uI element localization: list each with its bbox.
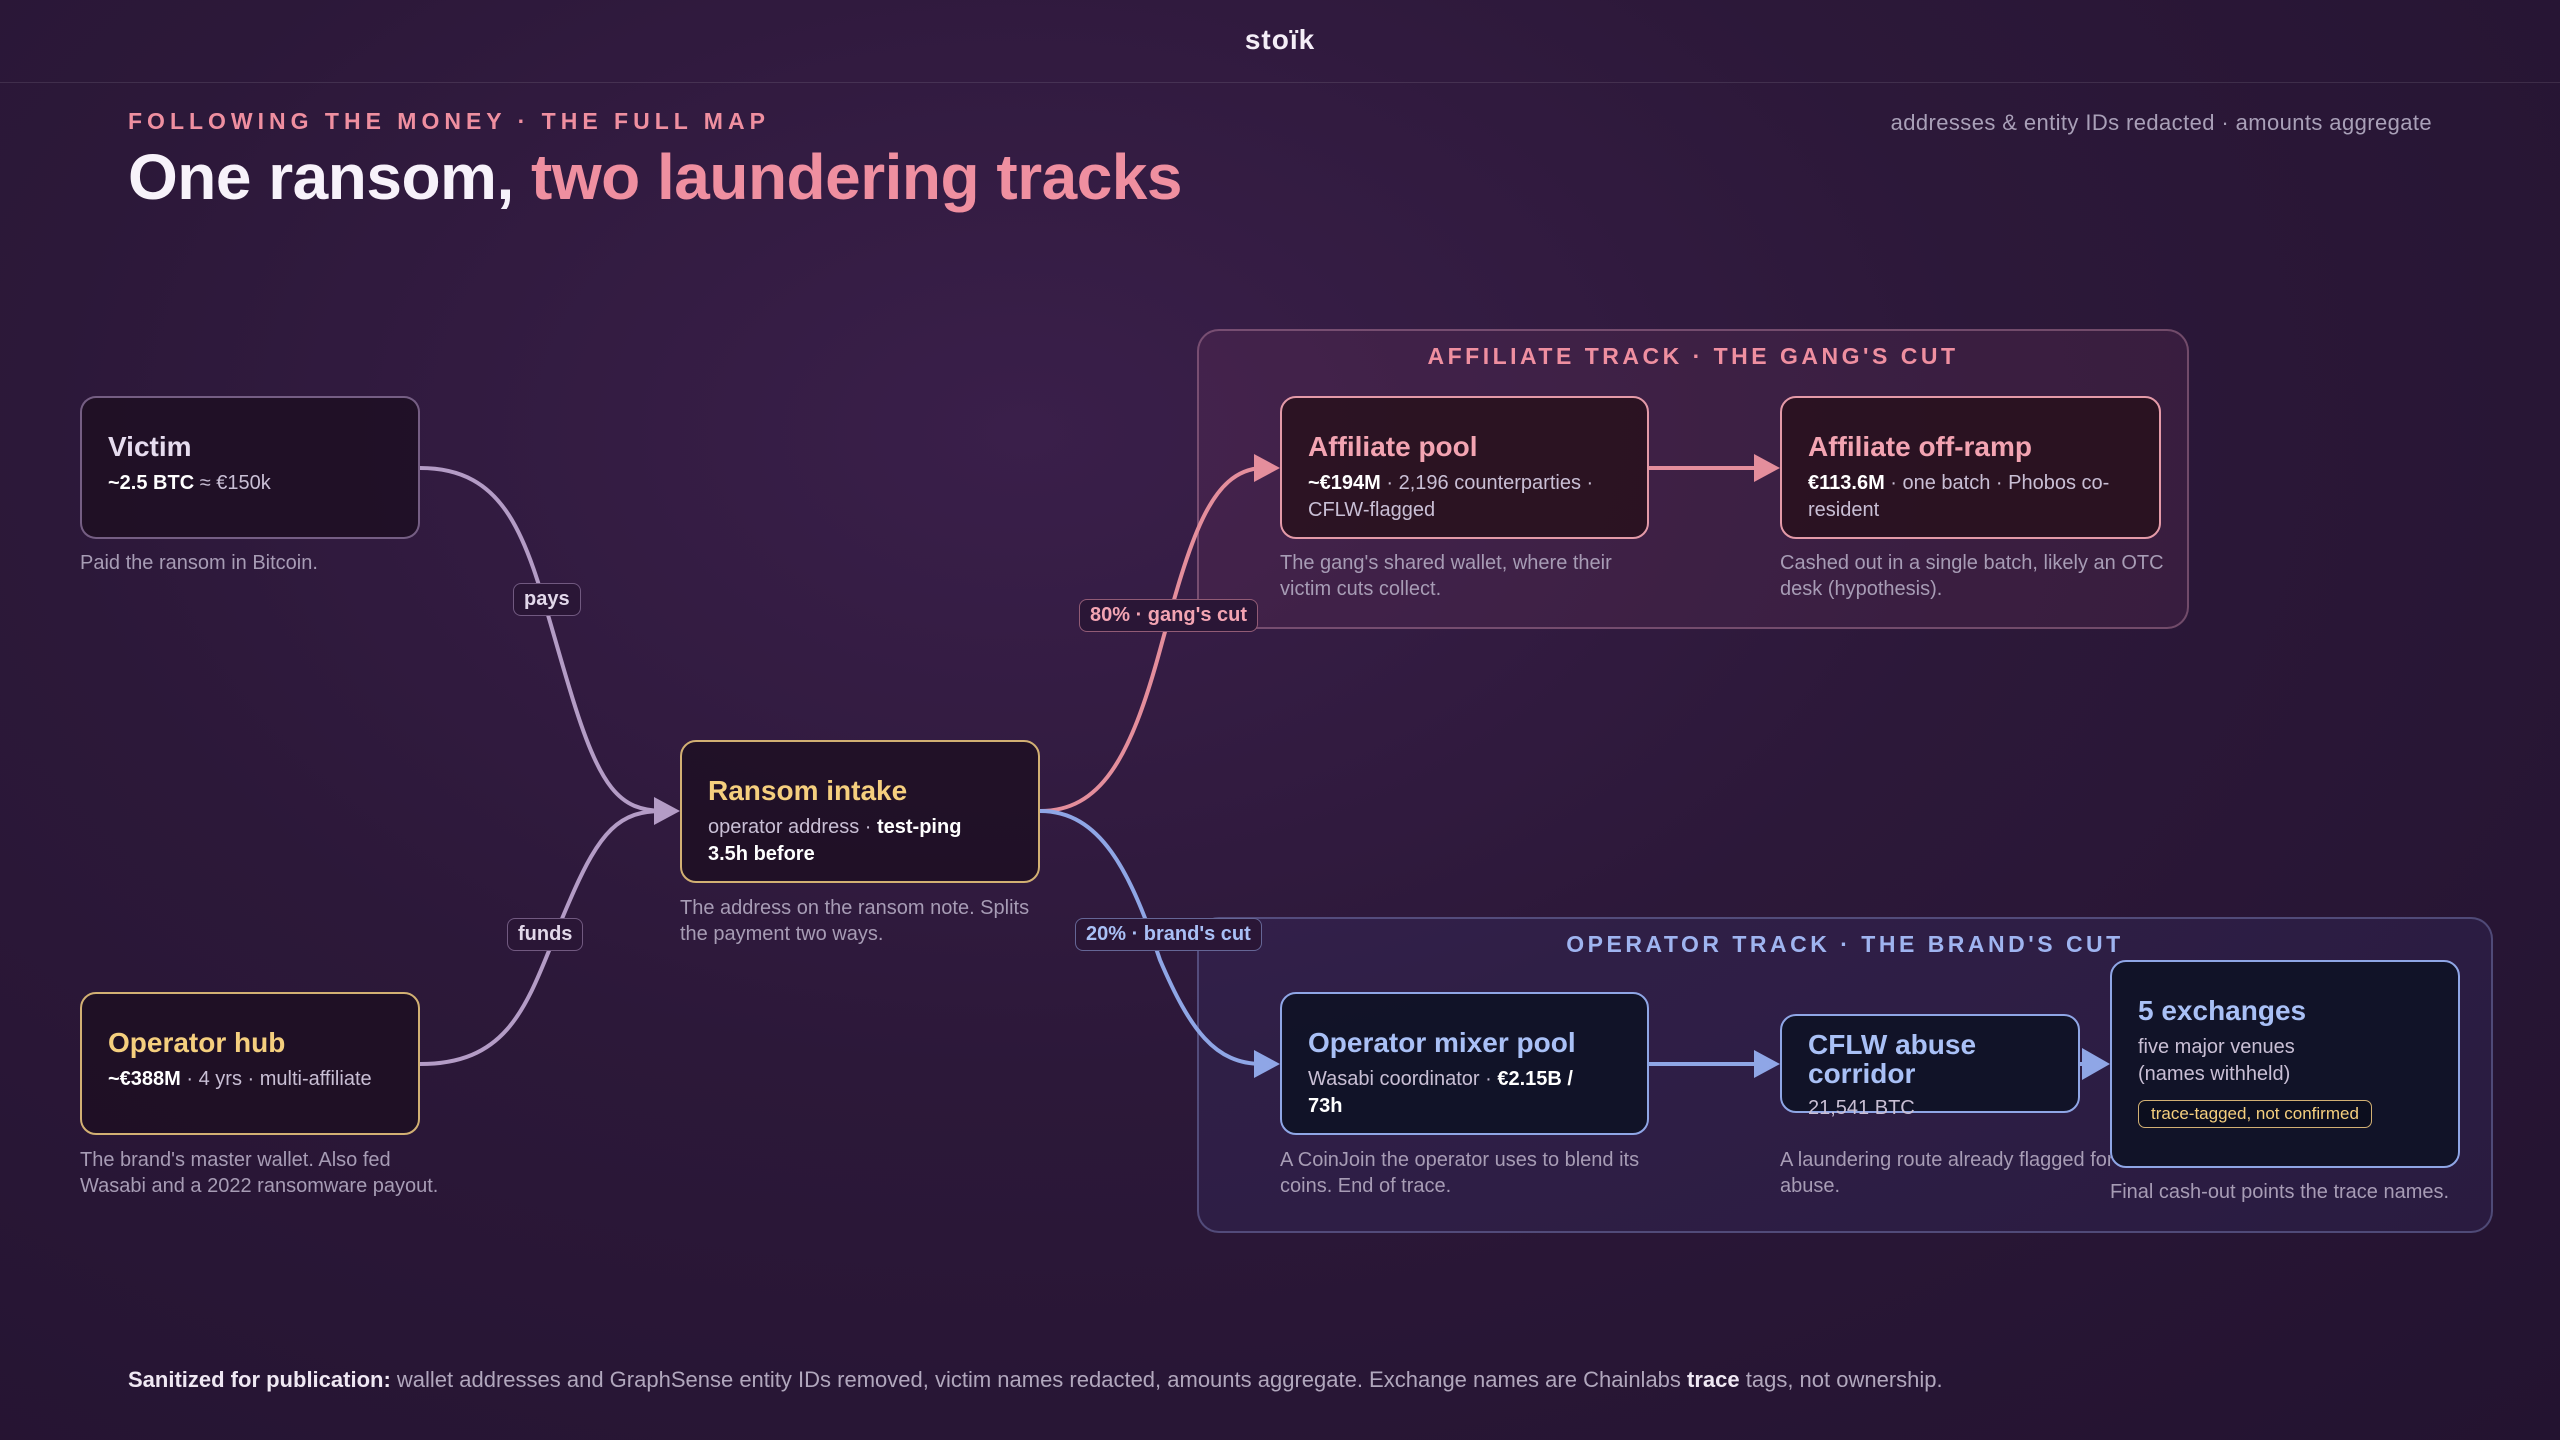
title-accent: two laundering tracks <box>531 141 1182 213</box>
affiliate-offramp-caption: Cashed out in a single batch, likely an … <box>1780 550 2164 602</box>
operator-hub-title: Operator hub <box>108 1027 286 1058</box>
victim-caption: Paid the ransom in Bitcoin. <box>80 552 318 574</box>
operator-hub-amount: ~€388M <box>108 1068 181 1091</box>
eyebrow: FOLLOWING THE MONEY · THE FULL MAP <box>128 108 770 134</box>
operator-track-label: OPERATOR TRACK · THE BRAND'S CUT <box>1566 931 2124 957</box>
footnote-text: wallet addresses and GraphSense entity I… <box>390 1367 1688 1392</box>
footnote-trace: trace <box>1687 1367 1740 1392</box>
ransom-intake-title: Ransom intake <box>708 775 908 806</box>
affiliate-offramp-caption-line: desk (hypothesis). <box>1780 578 1943 600</box>
operator-hub-caption-line: Wasabi and a 2022 ransomware payout. <box>80 1175 439 1197</box>
operator-mixer-bold: €2.15B / <box>1497 1068 1573 1091</box>
footnote-text: tags, not ownership. <box>1739 1367 1943 1392</box>
cflw-caption-line: A laundering route already flagged for <box>1780 1149 2114 1171</box>
ransom-intake-caption-line: The address on the ransom note. Splits <box>680 897 1030 919</box>
operator-hub-caption-line: The brand's master wallet. Also fed <box>80 1149 391 1171</box>
node-affiliate-offramp[interactable]: Affiliate off-ramp €113.6M · one batch ·… <box>1780 396 2161 539</box>
exchanges-detail-line: (names withheld) <box>2138 1063 2291 1086</box>
ransom-intake-caption: The address on the ransom note. Splits t… <box>680 895 1029 947</box>
operator-mixer-caption-line: coins. End of trace. <box>1280 1175 1452 1197</box>
cflw-title-line: CFLW abuse <box>1808 1029 1977 1060</box>
victim-amount: ~2.5 BTC <box>108 472 195 495</box>
ransom-intake-bold: test-ping <box>876 816 962 839</box>
ransom-intake-detail-text: operator address · <box>708 816 877 839</box>
footnote-lead: Sanitized for publication: <box>128 1367 391 1392</box>
link-intake-affiliate <box>1039 466 1263 813</box>
cflw-caption: A laundering route already flagged for a… <box>1780 1147 2114 1199</box>
arrowhead-exchanges <box>2082 1048 2110 1080</box>
operator-mixer-bold: 73h <box>1308 1095 1343 1118</box>
cflw-title-line: corridor <box>1808 1058 1916 1090</box>
affiliate-pool-caption-line: The gang's shared wallet, where their <box>1280 552 1612 574</box>
cflw-detail: 21,541 BTC <box>1808 1096 1915 1119</box>
victim-detail: ~2.5 BTC ≈ €150k <box>108 470 392 497</box>
affiliate-track-label: AFFILIATE TRACK · THE GANG'S CUT <box>1427 343 1959 369</box>
operator-hub-detail-text: · 4 yrs · multi-affiliate <box>180 1068 372 1091</box>
affiliate-pool-caption-line: victim cuts collect. <box>1280 578 1442 600</box>
affiliate-pool-detail-text: · 2,196 counterparties · <box>1380 472 1594 495</box>
page-title: One ransom, two laundering tracks <box>128 140 1182 214</box>
node-ransom-intake[interactable]: Ransom intake operator address · test-pi… <box>680 740 1040 883</box>
victim-title: Victim <box>108 431 192 462</box>
operator-hub-detail: ~€388M · 4 yrs · multi-affiliate <box>108 1066 392 1093</box>
cflw-caption-line: abuse. <box>1780 1175 1841 1197</box>
operator-mixer-title: Operator mixer pool <box>1308 1027 1576 1058</box>
affiliate-pool-detail: ~€194M · 2,196 counterparties · CFLW-flag… <box>1308 470 1621 524</box>
edge-label-gang-cut: 80% · gang's cut <box>1079 599 1259 632</box>
affiliate-pool-amount: ~€194M <box>1308 472 1381 495</box>
node-victim[interactable]: Victim ~2.5 BTC ≈ €150k <box>80 396 420 539</box>
redaction-note: addresses & entity IDs redacted · amount… <box>1890 110 2432 135</box>
link-hub-intake <box>419 809 663 1066</box>
affiliate-pool-detail-text: CFLW-flagged <box>1308 499 1436 522</box>
operator-hub-caption: The brand's master wallet. Also fed Wasa… <box>80 1147 438 1199</box>
edge-label-brand-cut: 20% · brand's cut <box>1075 918 1262 951</box>
affiliate-offramp-detail-text: · one batch · Phobos co- <box>1884 472 2110 495</box>
arrowhead-operator-mixer <box>1254 1050 1280 1078</box>
sanitization-footnote: Sanitized for publication: wallet addres… <box>128 1367 1943 1393</box>
arrowhead-offramp <box>1754 454 1780 482</box>
arrowhead-cflw <box>1754 1050 1780 1078</box>
arrowhead-affiliate-pool <box>1254 454 1280 482</box>
arrowhead-intake <box>654 797 680 825</box>
node-affiliate-pool[interactable]: Affiliate pool ~€194M · 2,196 counterpar… <box>1280 396 1649 539</box>
exchanges-detail: five major venues (names withheld) <box>2138 1034 2432 1088</box>
victim-detail-text: ≈ €150k <box>194 472 271 495</box>
link-victim-intake <box>419 466 663 813</box>
operator-mixer-detail-text: Wasabi coordinator · <box>1308 1068 1498 1091</box>
brand-logo: stoïk <box>1244 24 1316 55</box>
affiliate-offramp-detail: €113.6M · one batch · Phobos co-resident <box>1808 470 2133 524</box>
ransom-intake-caption-line: the payment two ways. <box>680 923 884 945</box>
edge-label-funds: funds <box>507 918 584 951</box>
node-operator-hub[interactable]: Operator hub ~€388M · 4 yrs · multi-affi… <box>80 992 420 1135</box>
affiliate-pool-caption: The gang's shared wallet, where their vi… <box>1280 550 1612 602</box>
exchanges-detail-line: five major venues <box>2138 1036 2295 1059</box>
operator-mixer-detail: Wasabi coordinator · €2.15B / 73h <box>1308 1066 1621 1120</box>
exchanges-caption: Final cash-out points the trace names. <box>2110 1181 2450 1203</box>
ransom-intake-detail: operator address · test-ping 3.5h before <box>708 814 1012 868</box>
affiliate-offramp-detail-text: resident <box>1808 499 1880 522</box>
trace-tag-badge: trace-tagged, not confirmed <box>2138 1100 2372 1129</box>
node-operator-mixer-pool[interactable]: Operator mixer pool Wasabi coordinator ·… <box>1280 992 1649 1135</box>
affiliate-offramp-title: Affiliate off-ramp <box>1808 431 2032 462</box>
edge-label-pays: pays <box>513 583 581 616</box>
affiliate-offramp-caption-line: Cashed out in a single batch, likely an … <box>1780 552 2164 574</box>
affiliate-pool-title: Affiliate pool <box>1308 431 1478 462</box>
ransom-intake-bold: 3.5h before <box>708 843 815 866</box>
affiliate-offramp-amount: €113.6M <box>1808 472 1885 495</box>
top-bar: stoïk <box>0 0 2560 83</box>
operator-mixer-caption-line: A CoinJoin the operator uses to blend it… <box>1280 1149 1640 1171</box>
exchanges-title: 5 exchanges <box>2138 995 2307 1026</box>
operator-mixer-caption: A CoinJoin the operator uses to blend it… <box>1280 1147 1639 1199</box>
title-main: One ransom, <box>128 141 514 213</box>
node-five-exchanges[interactable]: 5 exchanges five major venues (names with… <box>2110 960 2460 1168</box>
link-intake-operator <box>1039 809 1263 1066</box>
